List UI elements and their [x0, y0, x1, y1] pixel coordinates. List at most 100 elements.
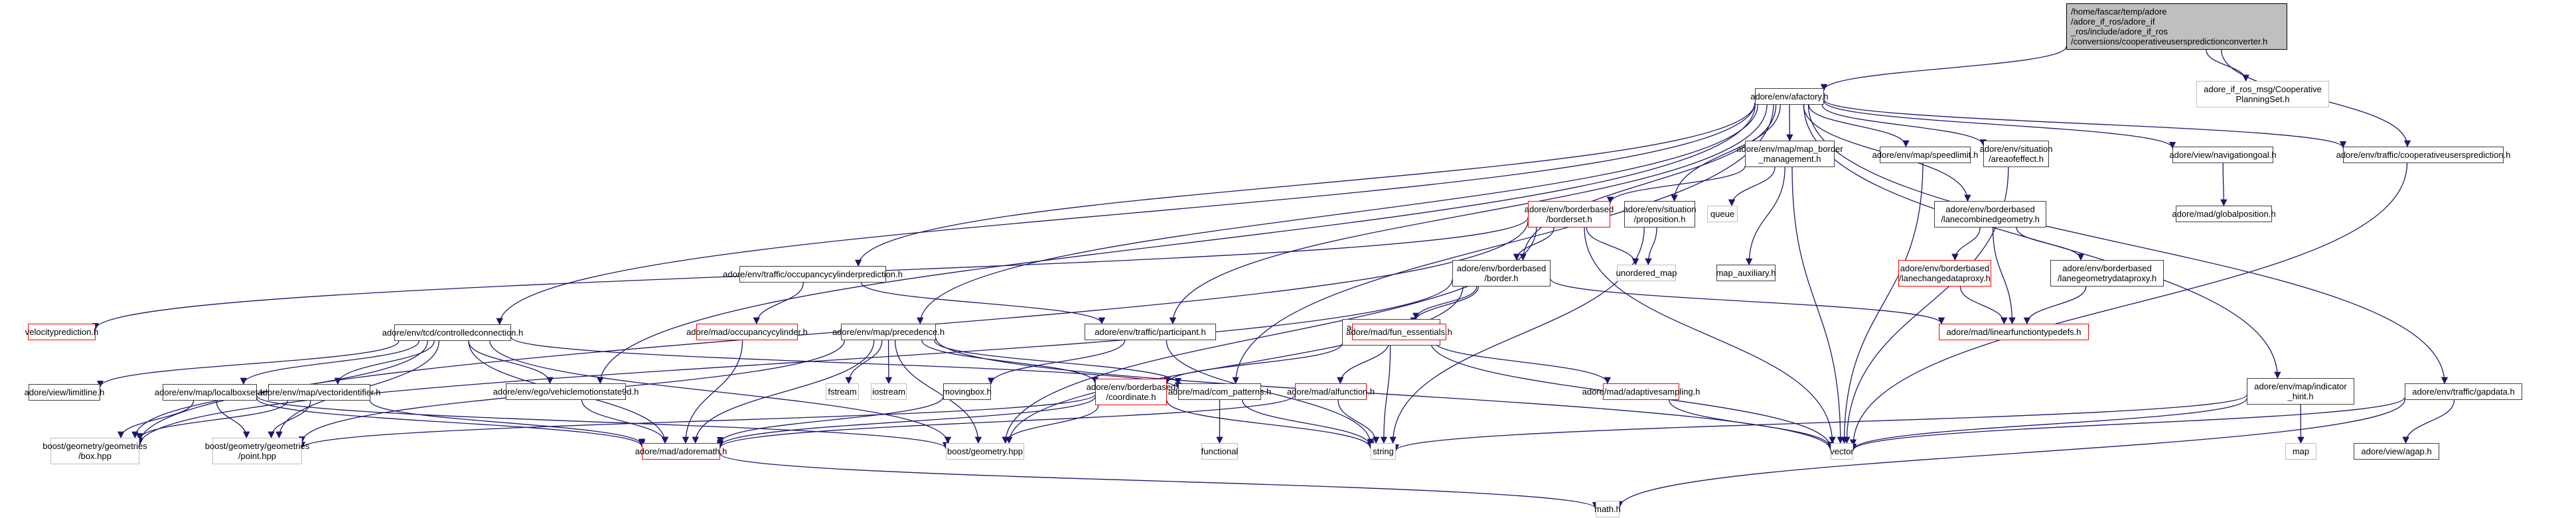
edge-gapdata-to-vector — [1849, 397, 2405, 451]
edge-precedence-to-geomhpp — [894, 340, 982, 444]
edge-mapborder-to-borderset — [1606, 166, 1746, 204]
node-compat[interactable]: adore/mad/com_patterns.h — [1168, 383, 1271, 400]
node-root[interactable]: /home/fascar/temp/adore /adore_if_ros/ad… — [2066, 3, 2287, 50]
edge-borderset-to-unordered_map — [1586, 227, 1639, 266]
edge-proposition-to-unordered_map — [1645, 227, 1657, 266]
node-limitline[interactable]: adore/view/limitline.h — [25, 384, 104, 401]
edge-movingbox-to-adoremath — [716, 396, 944, 444]
edge-occpred-to-occcyl — [753, 282, 804, 325]
edge-coordinate-to-geomhpp — [1002, 405, 1099, 444]
node-queue: queue — [1707, 206, 1738, 222]
node-lanecombined[interactable]: adore/env/borderbased /lanecombinedgeome… — [1934, 201, 2046, 227]
node-agap[interactable]: adore/view/agap.h — [2354, 443, 2439, 460]
node-cooppred[interactable]: adore/env/traffic/cooperativeuserspredic… — [2336, 147, 2510, 163]
edge-controlled-to-vectorid — [334, 340, 435, 385]
edge-localboxset-to-geomhpp — [256, 395, 949, 450]
edge-compat-to-string — [1242, 399, 1375, 448]
edge-afactory-to-gapdata — [1807, 104, 2449, 385]
node-string: string — [1371, 443, 1396, 460]
edge-funess-to-alfunction — [1337, 340, 1391, 385]
edge-localboxset-to-adoremath — [256, 398, 646, 448]
edge-controlled-to-geomhpp — [489, 340, 952, 444]
edge-afactory-to-compat — [1232, 104, 1774, 385]
node-mapborder[interactable]: adore/env/map/map_border _management.h — [1736, 141, 1843, 167]
node-afactory[interactable]: adore/env/afactory.h — [1750, 88, 1829, 105]
edge-afactory-to-precedence — [917, 104, 1758, 325]
edge-lanecombined-to-lanegeom — [2016, 227, 2085, 261]
edge-mapborder-to-vector — [1791, 166, 1845, 444]
edge-participant-to-string — [1166, 340, 1375, 446]
node-occcyl[interactable]: adore/mad/occupancycylinder.h — [686, 324, 808, 340]
node-adaptive[interactable]: adore/mad/adaptivesampling.h — [1582, 383, 1700, 400]
node-occpred[interactable]: adore/env/traffic/occupancycylinderpredi… — [723, 266, 903, 283]
node-gapdata[interactable]: adore/env/traffic/gapdata.h — [2405, 383, 2522, 400]
edge-precedence-to-vector — [935, 338, 1835, 451]
edge-alfunction-to-string — [1337, 399, 1380, 444]
node-controlled[interactable]: adore/env/tcd/controlledconnection.h — [382, 324, 523, 341]
edge-precedence-to-fstream — [845, 340, 883, 385]
edge-localboxset-to-pointhpp — [216, 400, 250, 439]
edge-afactory-to-speedlimit — [1808, 104, 1910, 148]
edge-gapdata-to-mathh — [1616, 399, 2405, 509]
node-indicator[interactable]: adore/env/map/indicator _hint.h — [2247, 378, 2354, 405]
edge-precedence-to-adoremath — [692, 340, 875, 444]
node-linfun[interactable]: adore/mad/linearfunctiontypedefs.h — [1939, 324, 2089, 340]
edge-controlled-to-limitline — [96, 340, 400, 388]
edge-afactory-to-participant — [1169, 104, 1768, 325]
edge-speedlimit-to-vector — [1841, 162, 1924, 444]
node-pointhpp: boost/geometry/geometries /point.hpp — [205, 438, 309, 464]
node-navgoal[interactable]: adore/view/navigationgoal.h — [2169, 147, 2277, 163]
node-vectorid[interactable]: adore/env/map/vectoridentifier.h — [258, 384, 381, 401]
node-vector: vector — [1830, 443, 1854, 460]
edge-mapborder-to-queue — [1728, 166, 1776, 207]
edge-alfunction-to-adoremath — [717, 395, 1296, 449]
node-alfunction[interactable]: adore/mad/alfunction.h — [1287, 383, 1375, 400]
node-funess[interactable]: adore/mad/fun_essentials.h — [1346, 324, 1452, 340]
edge-afactory-to-cooppred — [1823, 99, 2346, 149]
node-globalpos[interactable]: adore/mad/globalposition.h — [2172, 206, 2276, 222]
edge-navgoal-to-globalpos — [2220, 162, 2228, 207]
edge-funess-to-adaptive — [1432, 340, 1612, 385]
edge-occpred-to-participant — [860, 282, 1106, 325]
edge-indicator-to-string — [1393, 394, 2247, 452]
edge-borderset-to-vector — [1584, 227, 1836, 444]
edge-cooppred-to-vector — [1849, 162, 2408, 446]
node-fstream: fstream — [826, 383, 859, 400]
edge-lanechange-to-linfun — [1959, 286, 2008, 325]
edge-border-to-borderid — [1412, 286, 1477, 320]
node-map: map — [2285, 443, 2316, 460]
edge-lanecombined-to-linfun — [1992, 227, 2016, 325]
node-lanegeom[interactable]: adore/env/borderbased /lanegeometrydatap… — [2050, 260, 2164, 287]
edge-afactory-to-areaofeffect — [1821, 104, 1987, 147]
node-border[interactable]: adore/env/borderbased /border.h — [1452, 260, 1551, 287]
edge-controlled-to-localboxset — [240, 340, 419, 385]
node-coopplan: adore_if_ros_msg/Cooperative PlanningSet… — [2196, 81, 2329, 107]
node-adoremath[interactable]: adore/mad/adoremath.h — [635, 443, 727, 460]
node-coordinate[interactable]: adore/env/borderbased /coordinate.h — [1087, 379, 1175, 405]
node-movingbox[interactable]: movingbox.h — [943, 383, 992, 400]
edge-border-to-geomhpp — [1006, 286, 1464, 444]
node-map_aux[interactable]: map_auxiliary.h — [1716, 265, 1776, 281]
node-localboxset[interactable]: adore/env/map/localboxset.h — [155, 384, 265, 401]
node-borderset[interactable]: adore/env/borderbased /borderset.h — [1525, 201, 1614, 227]
node-participant[interactable]: adore/env/traffic/participant.h — [1085, 324, 1216, 340]
edge-vms9d-to-adoremath — [581, 399, 669, 444]
edge-vectorid-to-boxhpp — [135, 400, 288, 440]
node-velpred[interactable]: velocityprediction.h — [25, 324, 98, 340]
node-precedence[interactable]: adore/env/map/precedence.h — [832, 324, 945, 340]
node-vms9d[interactable]: adore/env/ego/vehiclemotionstate9d.h — [493, 383, 639, 400]
edge-gapdata-to-agap — [2402, 399, 2455, 444]
node-speedlimit[interactable]: adore/env/map/speedlimit.h — [1872, 147, 1978, 163]
edge-vectorid-to-adoremath — [369, 400, 646, 446]
node-mathh: math.h — [1594, 501, 1621, 517]
node-boxhpp: boost/geometry/geometries /box.hpp — [42, 438, 147, 464]
edge-afactory-to-vms9d — [597, 104, 1756, 385]
edge-borderset-to-border — [1513, 227, 1554, 261]
node-lanechange[interactable]: adore/env/borderbased /lanechangedatapro… — [1898, 260, 1991, 287]
edge-lanegeom-to-linfun — [2023, 286, 2087, 325]
edge-afactory-to-border — [1519, 104, 1777, 261]
node-proposition[interactable]: adore/env/situation /proposition.h — [1624, 201, 1696, 227]
edge-precedence-to-coordinate — [921, 340, 1099, 384]
edge-afactory-to-navgoal — [1823, 101, 2176, 149]
node-areaofeffect[interactable]: adore/env/situation /areaofeffect.h — [1980, 141, 2052, 167]
